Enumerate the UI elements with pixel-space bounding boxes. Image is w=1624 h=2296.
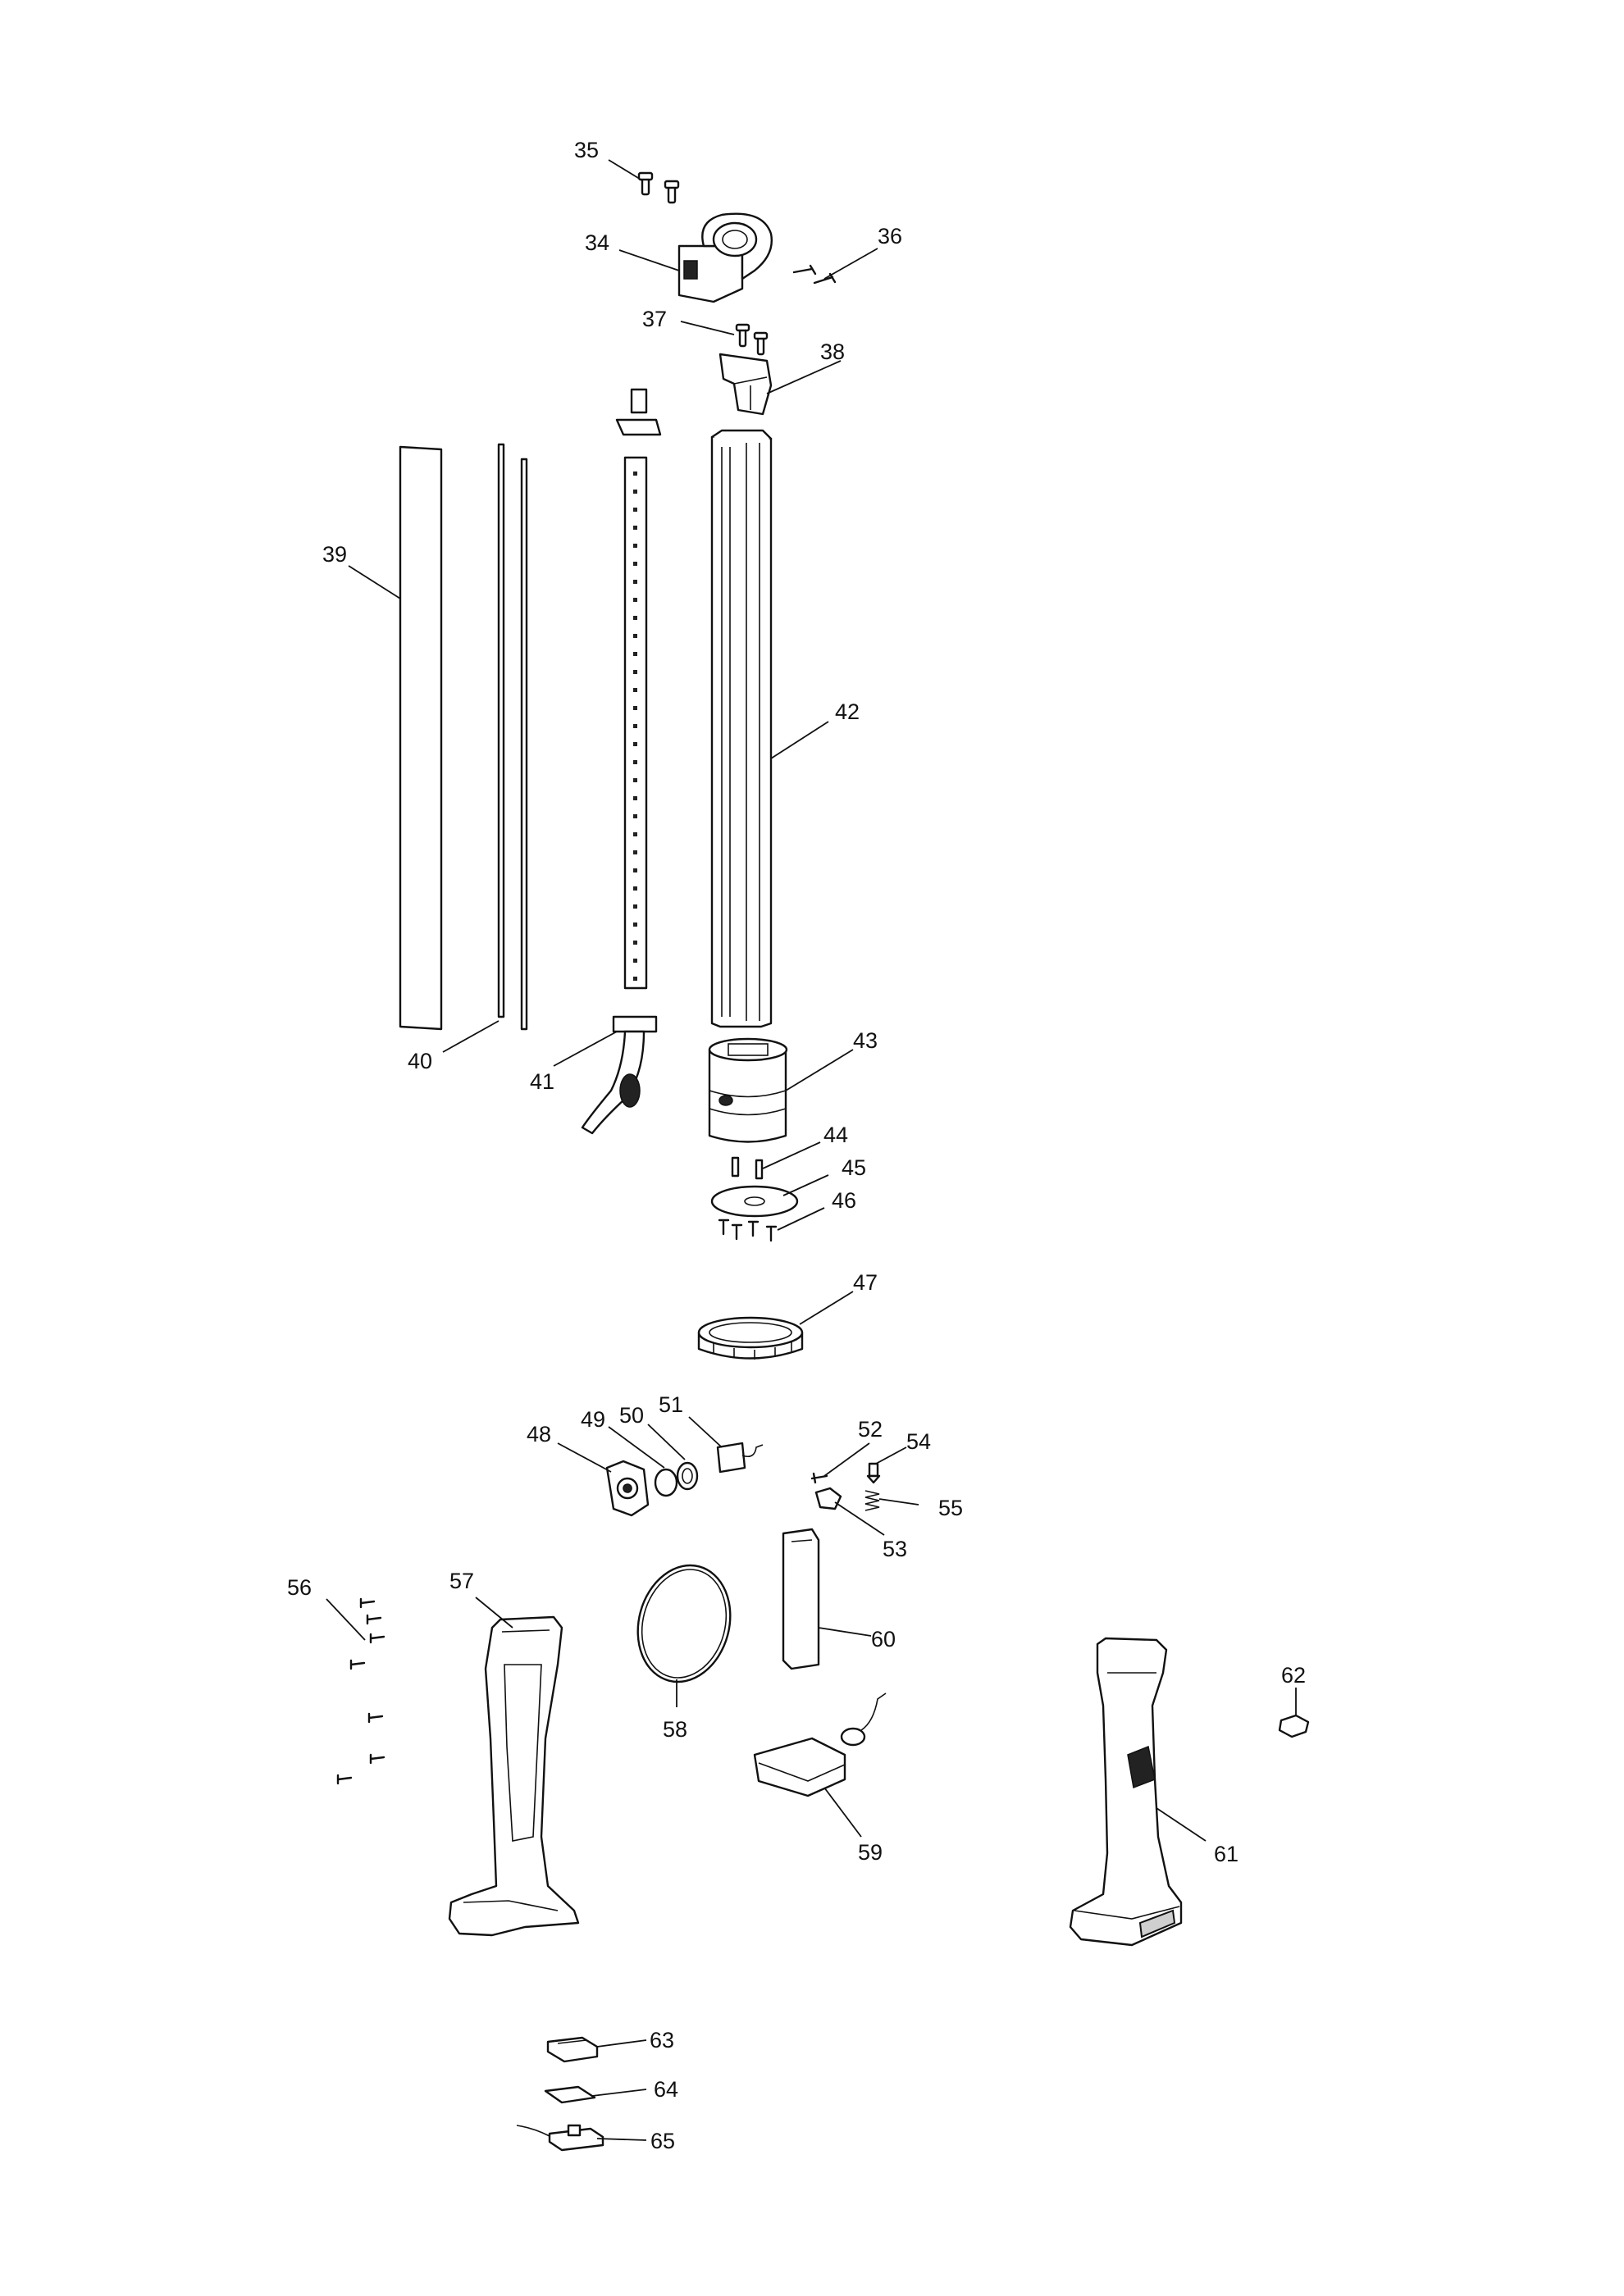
callout-labels: 35 34 36 37 38 39 42 40 41 43 44 45 46 4…: [287, 138, 1306, 2153]
callout-54: 54: [906, 1429, 931, 1454]
callout-55: 55: [938, 1496, 963, 1520]
callout-51: 51: [659, 1392, 683, 1417]
part-60-battery-cover: [782, 1528, 820, 1670]
callout-60: 60: [871, 1627, 896, 1651]
callout-49: 49: [581, 1407, 605, 1432]
part-48-switch-housing: [605, 1460, 650, 1517]
part-45-plate: [710, 1185, 799, 1218]
part-38-top-holder: [718, 353, 773, 416]
part-56-screws: [336, 1597, 385, 1785]
callout-34: 34: [585, 230, 609, 255]
part-37-screws: [735, 323, 769, 356]
callout-58: 58: [663, 1717, 687, 1742]
part-52-screw: [810, 1472, 828, 1484]
callout-52: 52: [858, 1417, 883, 1442]
callout-46: 46: [832, 1188, 856, 1213]
callout-50: 50: [619, 1403, 644, 1428]
part-62-clip: [1278, 1714, 1310, 1738]
part-63-button: [546, 2036, 599, 2063]
part-39-lens-cover: [399, 445, 443, 1031]
part-43-column-base: [708, 1037, 788, 1143]
part-65-switch-board: [516, 2124, 604, 2152]
part-47-ring-nut: [697, 1316, 804, 1360]
callout-36: 36: [878, 224, 902, 248]
callout-65: 65: [650, 2129, 675, 2153]
part-35-screws: [637, 171, 680, 204]
part-51-pcb: [716, 1442, 764, 1474]
callout-57: 57: [449, 1569, 474, 1593]
part-42-aluminium-column: [710, 429, 773, 1028]
part-49-knob: [654, 1468, 678, 1497]
part-36-screws: [792, 264, 837, 285]
callout-59: 59: [858, 1840, 883, 1865]
leader-lines: [326, 159, 1297, 2141]
callout-38: 38: [820, 339, 845, 364]
callout-40: 40: [408, 1049, 432, 1073]
part-54-pin: [866, 1462, 881, 1484]
part-59-terminal-block: [753, 1692, 887, 1797]
part-64-label: [544, 2085, 596, 2104]
callout-37: 37: [642, 307, 667, 331]
callout-56: 56: [287, 1575, 312, 1600]
part-41-led-strip: [581, 388, 662, 1135]
callout-44: 44: [823, 1123, 848, 1147]
callout-45: 45: [842, 1155, 866, 1180]
callout-39: 39: [322, 542, 347, 567]
part-58-o-ring: [636, 1564, 732, 1683]
callout-53: 53: [883, 1537, 907, 1561]
part-44-screws: [731, 1156, 764, 1180]
part-46-screws: [718, 1219, 778, 1242]
callout-63: 63: [650, 2028, 674, 2052]
part-40-rods: [497, 443, 528, 1031]
part-53-lever: [814, 1487, 842, 1510]
callout-61: 61: [1214, 1842, 1239, 1866]
part-34-lamp-head-bracket: [677, 212, 773, 303]
callout-47: 47: [853, 1270, 878, 1295]
callout-41: 41: [530, 1069, 554, 1094]
callout-62: 62: [1281, 1663, 1306, 1688]
part-57-housing-half: [448, 1615, 580, 1937]
part-55-spring: [864, 1490, 880, 1511]
callout-42: 42: [835, 699, 860, 724]
callout-64: 64: [654, 2077, 678, 2102]
callout-35: 35: [574, 138, 599, 162]
callout-48: 48: [527, 1422, 551, 1446]
part-50-bushing: [676, 1461, 699, 1491]
part-61-housing-half: [1069, 1637, 1183, 1947]
callout-43: 43: [853, 1028, 878, 1053]
